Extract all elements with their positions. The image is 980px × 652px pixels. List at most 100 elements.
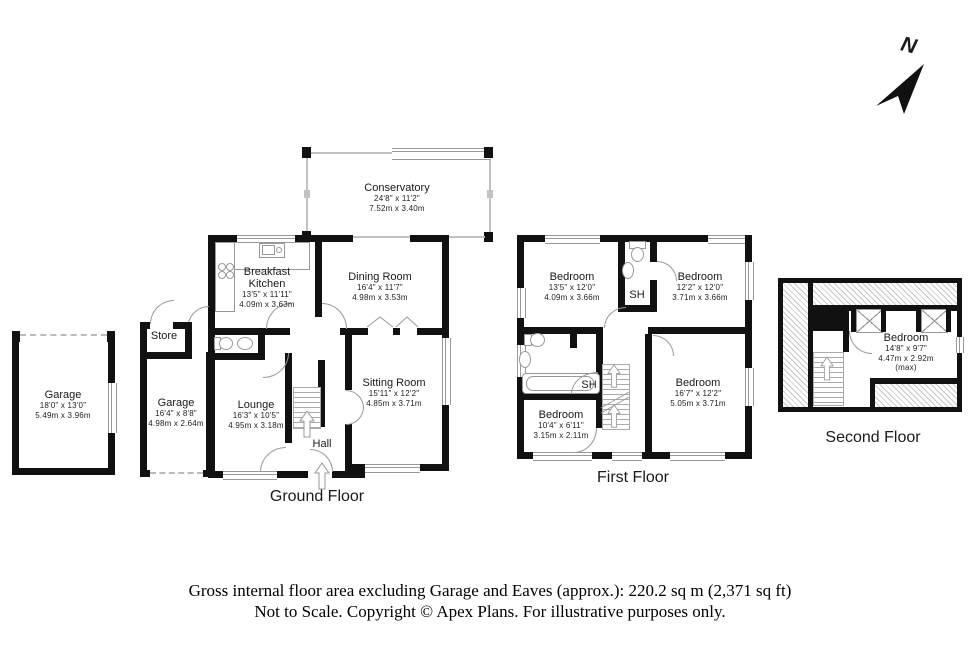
bifold-door-icon xyxy=(366,316,394,328)
wall xyxy=(570,334,577,348)
wall xyxy=(946,309,951,332)
wall xyxy=(203,470,213,477)
door-opening xyxy=(353,236,410,238)
room-label-bedroom-second: Bedroom 14'8" x 9'7" 4.47m x 2.92m (max) xyxy=(878,332,934,372)
room-label-bedroom-front-left: Bedroom 13'5" x 12'0" 4.09m x 3.66m xyxy=(544,271,600,302)
wall xyxy=(645,334,652,459)
wall xyxy=(648,327,752,334)
wall xyxy=(277,471,308,478)
window xyxy=(708,235,746,244)
wall xyxy=(813,311,843,331)
wall xyxy=(258,333,265,357)
wall xyxy=(442,405,449,471)
wall xyxy=(332,471,347,478)
wall xyxy=(745,300,752,368)
wall xyxy=(393,328,400,335)
room-label-bedroom-front-right: Bedroom 12'2" x 12'0" 3.71m x 3.66m xyxy=(672,271,728,302)
wall xyxy=(345,335,352,390)
wall xyxy=(600,235,708,242)
door-arc xyxy=(346,390,364,408)
wall xyxy=(517,452,533,459)
door-arc xyxy=(322,303,347,329)
wall xyxy=(304,190,310,198)
wall xyxy=(517,393,603,400)
window xyxy=(392,148,490,160)
wall xyxy=(745,235,752,262)
room-label-lounge: Lounge 16'3" x 10'5" 4.95m x 3.18m xyxy=(228,399,284,430)
room-label-shower-front: SH xyxy=(629,289,645,301)
wall xyxy=(140,470,150,477)
eaves-hatch xyxy=(783,283,808,407)
wall xyxy=(650,280,657,312)
room-label-garage-detached: Garage 18'0" x 13'0" 5.49m x 3.96m xyxy=(35,389,91,420)
toilet-icon xyxy=(219,337,233,350)
wall xyxy=(517,377,524,459)
hob-icon xyxy=(226,271,234,279)
floor-label-second: Second Floor xyxy=(825,429,921,446)
window xyxy=(670,452,725,461)
footer-area-text: Gross internal floor area excluding Gara… xyxy=(188,581,792,600)
hob-icon xyxy=(218,271,226,279)
window xyxy=(745,262,754,300)
room-label-breakfast-kitchen: Breakfast Kitchen 13'5" x 11'11" 4.09m x… xyxy=(239,266,295,309)
door-arc xyxy=(150,300,174,324)
toilet-icon xyxy=(530,333,545,347)
wall xyxy=(851,309,856,332)
wall xyxy=(12,335,19,475)
basin-icon xyxy=(622,262,634,279)
wall xyxy=(302,147,311,158)
wall xyxy=(185,322,192,359)
door-arc xyxy=(604,307,626,328)
room-label-hall: Hall xyxy=(312,438,332,450)
stairs-up-arrow-icon xyxy=(607,404,621,428)
wall xyxy=(596,334,603,393)
stairs-up-arrow-icon xyxy=(607,364,621,388)
wall xyxy=(725,452,752,459)
wall xyxy=(517,235,545,242)
wall xyxy=(140,352,192,359)
toilet-icon xyxy=(631,247,644,262)
window xyxy=(612,452,642,461)
wall xyxy=(295,235,353,242)
tap-icon xyxy=(276,247,282,253)
wall xyxy=(870,378,957,384)
basin-icon xyxy=(519,351,531,368)
floor-label-first: First Floor xyxy=(597,469,669,486)
wall xyxy=(808,283,813,407)
wall xyxy=(808,305,957,311)
wall xyxy=(12,468,115,475)
window xyxy=(223,471,277,480)
wall xyxy=(420,464,449,471)
hob-icon xyxy=(226,263,234,271)
wall xyxy=(442,235,449,338)
sink-icon xyxy=(262,245,275,255)
bifold-door-icon xyxy=(395,316,419,328)
window xyxy=(545,235,600,244)
wall xyxy=(315,242,322,317)
room-label-dining-room: Dining Room 16'4" x 11'7" 4.98m x 3.53m xyxy=(348,271,412,302)
eaves-access-icon xyxy=(856,309,883,333)
room-label-bedroom-rear-left: Bedroom 10'4" x 6'11" 3.15m x 2.11m xyxy=(533,409,589,440)
wall xyxy=(642,452,670,459)
basin-icon xyxy=(237,337,253,350)
wall xyxy=(318,360,325,427)
wall xyxy=(596,400,603,428)
wall xyxy=(208,328,290,335)
wall xyxy=(957,353,962,412)
stairs-up-arrow-icon xyxy=(820,356,834,381)
stairs-break-lines xyxy=(600,391,630,414)
door-arc xyxy=(346,407,364,425)
wall xyxy=(345,464,365,478)
wall xyxy=(108,433,115,475)
wall xyxy=(592,452,612,459)
wall xyxy=(173,322,192,329)
eaves-hatch xyxy=(808,283,957,307)
window xyxy=(365,464,420,473)
room-label-sitting-room: Sitting Room 15'11" x 12'2" 4.85m x 3.71… xyxy=(362,377,426,408)
wall xyxy=(745,406,752,459)
wall xyxy=(206,352,213,477)
entrance-arrow-icon xyxy=(314,462,330,490)
north-arrow-icon xyxy=(876,64,924,114)
wall xyxy=(957,278,962,337)
room-label-bedroom-rear-right: Bedroom 16'7" x 12'2" 5.05m x 3.71m xyxy=(670,377,726,408)
